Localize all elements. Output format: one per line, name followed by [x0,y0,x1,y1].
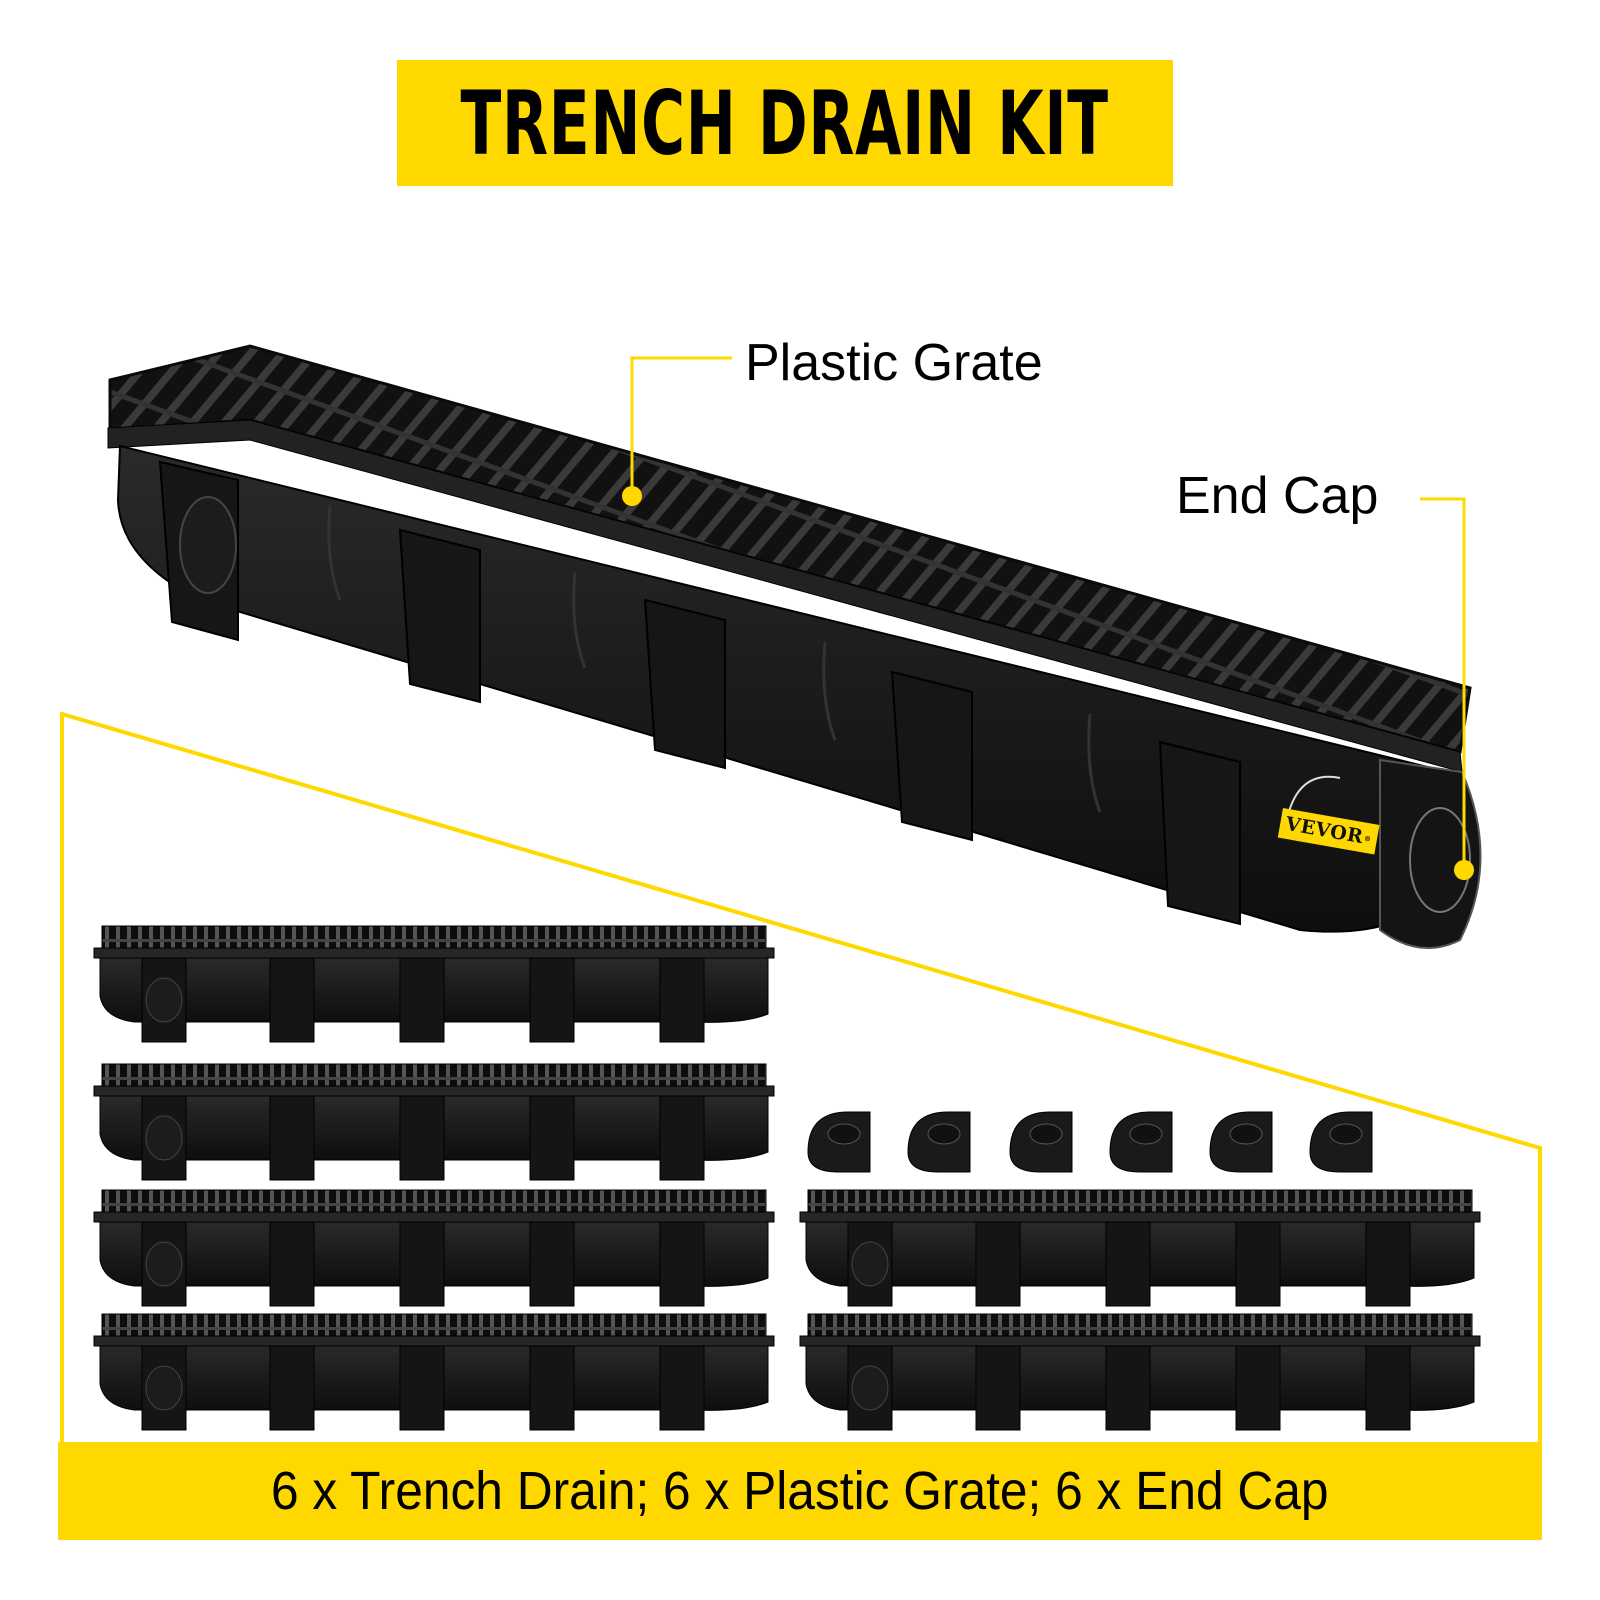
callout-label-plastic-grate: Plastic Grate [745,334,1043,392]
small-drain-2 [93,1063,775,1181]
end-cap-4 [1109,1111,1173,1173]
end-cap-large [1379,758,1482,949]
page-title: TRENCH DRAIN KIT [460,71,1110,175]
callout-plastic-grate [622,356,732,506]
trench-drain-large [107,344,1482,949]
small-drain-5 [799,1189,1481,1307]
kit-contents-text: 6 x Trench Drain; 6 x Plastic Grate; 6 x… [271,1461,1329,1521]
small-drain-6 [799,1313,1481,1431]
end-cap-6 [1309,1111,1373,1173]
callout-end-cap [1420,497,1474,880]
small-drains [93,925,1481,1431]
small-drain-1 [93,925,775,1043]
registered-mark: ® [1363,833,1373,844]
end-cap-3 [1009,1111,1073,1173]
small-drain-4 [93,1313,775,1431]
kit-frame [60,711,1542,1442]
small-drain-3 [93,1189,775,1307]
kit-contents-banner: 6 x Trench Drain; 6 x Plastic Grate; 6 x… [58,1442,1542,1540]
end-cap-2 [907,1111,971,1173]
title-banner: TRENCH DRAIN KIT [397,60,1173,186]
end-caps [807,1111,1373,1173]
callout-label-end-cap: End Cap [1176,467,1379,525]
end-cap-5 [1209,1111,1273,1173]
end-cap-1 [807,1111,871,1173]
